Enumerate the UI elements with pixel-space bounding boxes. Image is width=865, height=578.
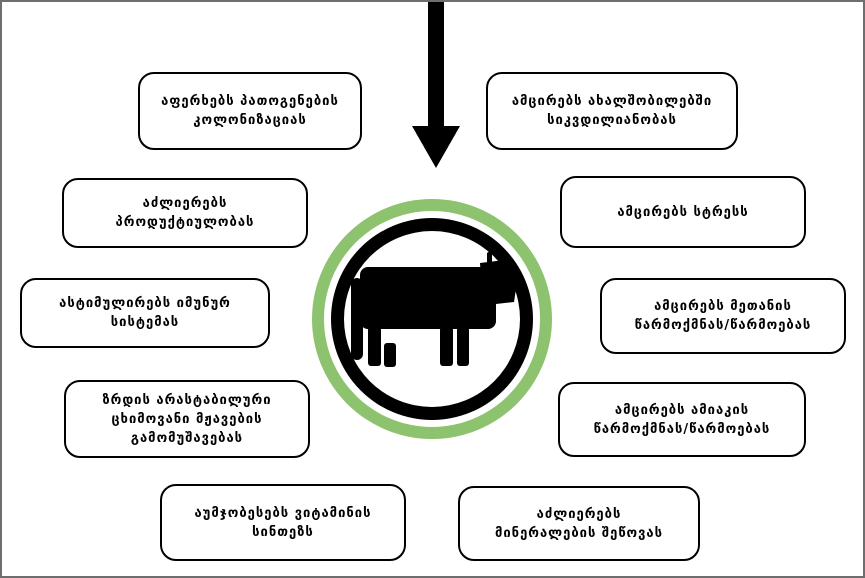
effect-box-newborn-mortality: ამცირებს ახალშობილებში სიკვდილიანობას xyxy=(486,72,738,150)
effect-box-stress: ამცირებს სტრესს xyxy=(560,176,806,248)
center-cow-emblem xyxy=(312,199,552,439)
effect-box-mineral-absorption: აძლიერებს მინერალების შეწოვას xyxy=(458,486,700,561)
effect-box-pathogen-colonization: აფერხებს პათოგენების კოლონიზაციას xyxy=(138,72,362,150)
cow-icon xyxy=(351,250,517,367)
effect-box-vitamin-synthesis: აუმჯობესებს ვიტამინის სინთეზს xyxy=(160,484,406,561)
down-arrow-icon xyxy=(412,2,460,168)
effect-box-productivity: აძლიერებს პროდუქტიულობას xyxy=(62,178,308,248)
effect-box-volatile-fatty-acids: ზრდის არასტაბილური ცხიმოვანი მჟავების გა… xyxy=(64,380,310,458)
effect-box-immune-system: ასტიმულირებს იმუნურ სისტემას xyxy=(20,278,270,348)
effect-box-ammonia: ამცირებს ამიაკის წარმოქმნას/წარმოებას xyxy=(558,382,806,457)
effect-box-methane: ამცირებს მეთანის წარმოქმნას/წარმოებას xyxy=(600,278,846,354)
